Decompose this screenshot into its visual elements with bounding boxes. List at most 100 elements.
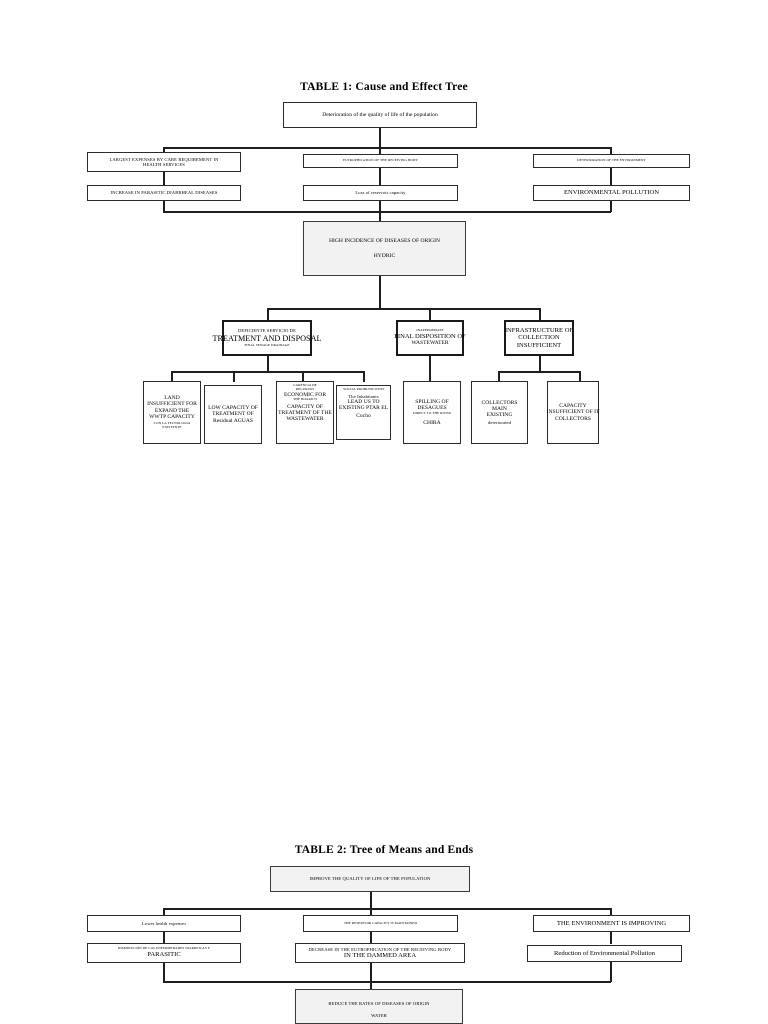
- label: INCREASE IN PARASITIC DIARRHEAL DISEASES: [110, 190, 218, 196]
- label: CAPACITY OF: [287, 403, 323, 410]
- table1-level1-box-2: DETERIORATION OF THE ENVIRONMENT: [533, 154, 690, 168]
- label: THE ENVIRONMENT IS IMPROVING: [556, 919, 667, 927]
- label: CARENCIA DE: [293, 383, 317, 387]
- table1-cause-box-2: INFRASTRUCTURE OF COLLECTION INSUFFICIEN…: [504, 320, 574, 356]
- connector2-core-bus: [163, 981, 611, 983]
- connector-l2-down-left: [163, 201, 165, 212]
- label: Reduction of Environmental Pollution: [554, 949, 655, 957]
- connector-leaf-drop-0: [171, 371, 173, 382]
- table2-root-box: IMPROVE THE QUALITY OF LIFE OF THE POPUL…: [270, 866, 470, 892]
- label: FINAL DISPOSITION OF: [394, 333, 466, 341]
- connector-leafbus-0: [171, 371, 363, 373]
- label: EUTROPHICATION OF THE RECEIVING BODY: [343, 158, 418, 163]
- label: DISMINUCIÓN DE LAS ENFERMEDADES DIARREIC…: [117, 946, 211, 951]
- label: SOCIAL PROBLEM WITH: [343, 387, 384, 391]
- table1-leaf-box-2: CARENCIA DE RECURSOS ECONOMIC FOR THE BO…: [276, 381, 334, 444]
- table2-level1-box-0: Lower health expenses: [87, 915, 241, 932]
- connector-l1-l2-left: [163, 172, 165, 185]
- label: CAPACITY: [559, 403, 587, 410]
- table1-level1-box-0: LARGEST EXPENSES BY CARE REQUIREMENT IN …: [87, 152, 241, 172]
- connector-cause0-down: [267, 356, 269, 372]
- table1-leaf-box-6: CAPACITY INSUFFICIENT OF IT COLLECTORS: [547, 381, 599, 444]
- connector-leaf-drop-2: [302, 371, 304, 382]
- label: DECREASE IN THE EUTROPHICATION OF THE RE…: [308, 946, 452, 952]
- table1-title: TABLE 1: Cause and Effect Tree: [300, 81, 468, 93]
- label: CHIRA: [423, 419, 441, 426]
- connector2-l1-l2-mid: [370, 932, 372, 944]
- connector-cause-drop-0: [267, 308, 269, 321]
- label: HIGH INCIDENCE OF DISEASES OF ORIGIN: [328, 237, 441, 244]
- label: REDUCE THE RATES OF DISEASES OF ORIGIN: [328, 1001, 430, 1007]
- label: ECONOMIC FOR: [283, 391, 327, 398]
- table1-level2-box-0: INCREASE IN PARASITIC DIARRHEAL DISEASES: [87, 185, 241, 201]
- label: EXPAND THE: [154, 407, 190, 414]
- table2-level2-box-2: Reduction of Environmental Pollution: [527, 945, 682, 962]
- table1-level2-box-2: ENVIRONMENTAL POLLUTION: [533, 185, 690, 201]
- connector2-l1-l2-left: [163, 932, 165, 944]
- connector2-l1-drop-left: [163, 908, 165, 916]
- connector-cause1-down: [429, 356, 431, 382]
- label: COLLECTORS: [481, 399, 518, 406]
- table1-leaf-box-1: LOW CAPACITY OF TREATMENT OF Residual AG…: [204, 385, 262, 444]
- label: WWTP CAPACITY: [149, 413, 195, 420]
- connector-leaf-drop-5: [498, 371, 500, 382]
- table2-level1-box-2: THE ENVIRONMENT IS IMPROVING: [533, 915, 690, 932]
- label: INSUFFICIENT FOR: [147, 401, 197, 408]
- connector-core-to-causes: [379, 276, 381, 309]
- label: THE RESERVOIR CAPACITY IS MAINTAINED: [343, 920, 418, 925]
- connector-core-bus: [163, 211, 611, 213]
- label: WASTEWATER: [286, 416, 324, 423]
- connector-l2-down-mid: [379, 201, 381, 212]
- connector-cause2-down: [539, 356, 541, 372]
- connector-causes-bus: [267, 308, 540, 310]
- connector2-l2-down-mid: [370, 963, 372, 982]
- label: COLLECTORS: [555, 415, 591, 422]
- label: LOW CAPACITY OF: [208, 405, 258, 412]
- connector-l2-down-right: [610, 201, 612, 212]
- table1-level2-box-1: Loss of reservoir capacity: [303, 185, 458, 201]
- connector-cause-drop-2: [539, 308, 541, 321]
- connector2-l1-drop-right: [610, 908, 612, 916]
- label: ENVIRONMENTAL POLLUTION: [563, 189, 659, 197]
- label: HYDRIC: [373, 253, 396, 259]
- label: LEAD US TO: [347, 398, 380, 405]
- table1-cause-box-0: DEFICIENTE SERVICIO DE TREATMENT AND DIS…: [212, 320, 322, 356]
- connector2-l1-drop-mid: [370, 908, 372, 916]
- label: INSUFFICIENT OF IT: [546, 409, 600, 416]
- label: EXISTING: [486, 412, 513, 419]
- label: Lower health expenses: [141, 920, 187, 926]
- connector-leaf-drop-1: [233, 371, 235, 382]
- connector2-l1-l2-right: [610, 932, 612, 944]
- label: Residual AGUAS: [213, 417, 253, 424]
- connector-cause-drop-1: [429, 308, 431, 321]
- label: deteriorated: [487, 420, 512, 426]
- connector-l1-l2-right: [610, 168, 612, 185]
- table1-core-box: HIGH INCIDENCE OF DISEASES OF ORIGIN HYD…: [303, 221, 466, 276]
- label: COLLECTION: [518, 334, 560, 342]
- table2-root-text: IMPROVE THE QUALITY OF LIFE OF THE POPUL…: [309, 876, 431, 882]
- label: TREATMENT AND DISPOSAL: [212, 334, 322, 344]
- connector2-root-down: [370, 892, 372, 909]
- table1-leaf-box-5: COLLECTORS MAIN EXISTING deteriorated: [471, 381, 528, 444]
- connector-core-down: [379, 211, 381, 222]
- label: LAND: [164, 395, 180, 402]
- label: INSUFFICIENT: [516, 341, 562, 349]
- label: CON LA TECNOLOGIA: [153, 421, 191, 426]
- table2-title: TABLE 2: Tree of Means and Ends: [294, 844, 474, 856]
- table1-leaf-box-0: LAND INSUFFICIENT FOR EXPAND THE WWTP CA…: [143, 381, 201, 444]
- label: Cucho: [356, 413, 371, 420]
- label: DIRECT TO THE RIVER: [413, 410, 451, 415]
- table2-level2-box-0: DISMINUCIÓN DE LAS ENFERMEDADES DIARREIC…: [87, 943, 241, 963]
- label: EXISTENTE: [162, 425, 182, 429]
- table1-root-box: Deterioration of the quality of life of …: [283, 102, 477, 128]
- label: TREATMENT OF: [212, 411, 254, 418]
- label: EXISTING PTAR EL: [338, 405, 389, 412]
- table2-core-box: REDUCE THE RATES OF DISEASES OF ORIGIN W…: [295, 989, 463, 1024]
- table2-level1-box-1: THE RESERVOIR CAPACITY IS MAINTAINED: [303, 915, 458, 932]
- label: FINAL SEWAGE DRAINAGE: [244, 343, 290, 348]
- label: DEFICIENTE SERVICIO DE: [238, 327, 296, 333]
- connector-leaf-drop-3: [363, 371, 365, 382]
- label: Loss of reservoir capacity: [355, 190, 406, 196]
- connector-root-down: [379, 128, 381, 148]
